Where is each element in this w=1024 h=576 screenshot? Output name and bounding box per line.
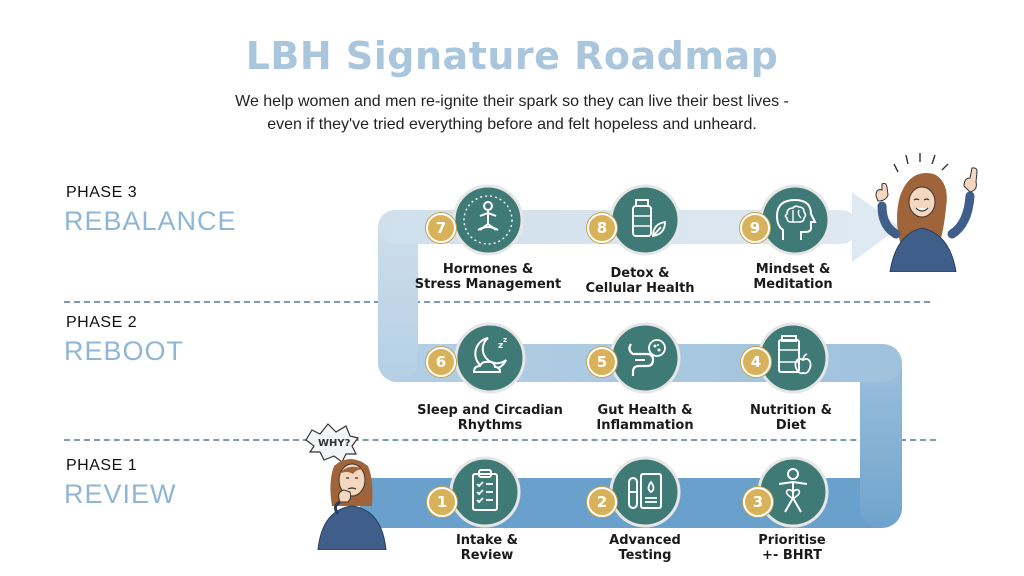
step-8-badge: 8 [587, 213, 617, 243]
subtitle-line-1: We help women and men re-ignite their sp… [235, 93, 789, 110]
lab-test-icon [609, 456, 681, 528]
meditation-icon [452, 184, 524, 256]
step-8-label: Detox &Cellular Health [585, 266, 695, 296]
step-5-label: Gut Health &Inflammation [596, 403, 694, 433]
phase-3-label: PHASE 3 [66, 184, 138, 201]
step-2-icon-circle [609, 456, 681, 532]
page-subtitle: We help women and men re-ignite their sp… [0, 90, 1024, 136]
step-4-badge: 4 [741, 347, 771, 377]
step-2-badge: 2 [587, 487, 617, 517]
step-1-badge: 1 [427, 487, 457, 517]
path-band-left [378, 210, 418, 382]
svg-text:z: z [503, 336, 507, 344]
step-3-label: Prioritise+- BHRT [758, 533, 826, 563]
step-3-badge: 3 [743, 487, 773, 517]
happy-person-icon [875, 153, 978, 273]
step-1-label: Intake &Review [455, 533, 519, 563]
phase-2-label: PHASE 2 [66, 314, 138, 331]
confused-person-illustration: WHY? [300, 418, 410, 554]
step-7-label: Hormones &Stress Management [414, 262, 562, 292]
step-9-label: Mindset &Meditation [753, 262, 833, 292]
phase-1-label: PHASE 1 [66, 457, 138, 474]
step-1-icon-circle [449, 456, 521, 532]
step-9-badge: 9 [740, 213, 770, 243]
step-4-label: Nutrition &Diet [750, 403, 832, 433]
svg-text:z: z [498, 341, 503, 351]
confused-person-icon: WHY? [305, 423, 387, 551]
bottle-leaf-icon [609, 184, 681, 256]
path-arrow-head [852, 192, 900, 262]
step-4-icon-circle [757, 322, 829, 398]
phase-divider-lower [64, 439, 936, 441]
path-band-right [860, 346, 902, 528]
phase-1-name: REVIEW [64, 479, 177, 509]
step-8-icon-circle [609, 184, 681, 260]
step-7-badge: 7 [426, 213, 456, 243]
step-9-icon-circle [759, 184, 831, 260]
gut-icon [609, 322, 681, 394]
page-title: LBH Signature Roadmap [245, 34, 779, 78]
step-6-icon-circle: z z [454, 322, 526, 398]
brain-head-icon [759, 184, 831, 256]
why-bubble-text: WHY? [318, 438, 351, 449]
step-6-badge: 6 [426, 347, 456, 377]
step-7-icon-circle [452, 184, 524, 260]
supplement-apple-icon [757, 322, 829, 394]
phase-2-name: REBOOT [64, 336, 185, 366]
step-5-icon-circle [609, 322, 681, 398]
phase-divider-upper [64, 301, 930, 303]
moon-cloud-icon: z z [454, 322, 526, 394]
clipboard-checklist-icon [449, 456, 521, 528]
subtitle-line-2: even if they've tried everything before … [267, 116, 757, 133]
phase-3-name: REBALANCE [64, 206, 237, 236]
happy-person-illustration [868, 150, 988, 276]
step-5-badge: 5 [587, 347, 617, 377]
